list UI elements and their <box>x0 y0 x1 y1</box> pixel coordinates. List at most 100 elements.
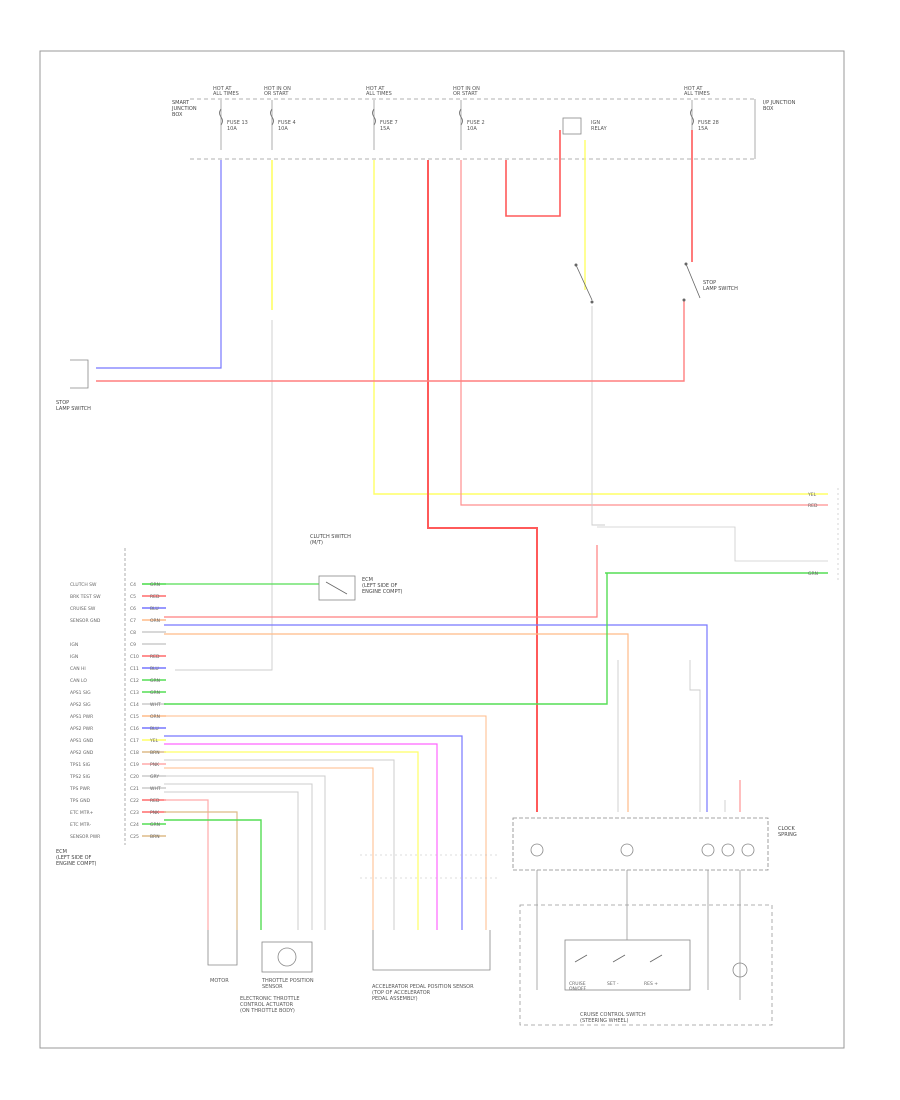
ecm-pin-wire: RED <box>150 654 160 660</box>
ecm-pin-code: C17 <box>130 738 139 744</box>
ecm-pin-name: TPS1 SIG <box>69 762 91 768</box>
cruise-button-contact <box>574 954 588 963</box>
ecm-pin-code: C6 <box>130 606 136 612</box>
bottom-label-cruise: CRUISE CONTROL SWITCH(STEERING WHEEL) <box>580 1012 646 1024</box>
tps-component <box>261 941 313 973</box>
ecm-pin-name: APS2 GND <box>70 750 94 756</box>
ecm-pin-wire: PNK <box>150 810 160 816</box>
ecm-pin-wire: ORN <box>150 618 160 624</box>
ecm-pin-name: IGN <box>70 654 78 660</box>
ecm-pin-name: CAN HI <box>70 666 86 672</box>
ecm-pin-name: TPS2 SIG <box>69 774 91 780</box>
motor-component <box>207 930 238 966</box>
clockspring-circles <box>530 843 755 857</box>
ecm-pin-name: TPS GND <box>69 798 91 804</box>
wire-yellow-long <box>373 160 828 495</box>
ecm-pin-wire: ORN <box>150 714 160 720</box>
ecm-pin-code: C13 <box>130 690 139 696</box>
ecm-pin-wire: BLU <box>150 666 159 672</box>
ecm-pin-code: C7 <box>130 618 136 624</box>
cruise-module-box <box>512 817 769 871</box>
cruise-switch-outer <box>519 904 773 1026</box>
ecm-pin-wire: WHT <box>150 786 161 792</box>
ecm-pin-name: ETC MTR+ <box>70 810 94 816</box>
wire-red-loop <box>505 130 561 217</box>
ecm-pin-wire: WHT <box>150 702 161 708</box>
brake-switch <box>682 262 701 302</box>
ecm-pin-code: C23 <box>130 810 139 816</box>
ecm-pin-name: CLUTCH SW <box>70 582 97 588</box>
ecm-pin-wire: GRN <box>150 582 160 588</box>
right-edge-label: YEL <box>807 492 817 498</box>
ecm-pin-name: SENSOR PWR <box>70 834 100 840</box>
cruise-button-contact <box>649 954 663 963</box>
clutch-switch-label: CLUTCH SWITCH(M/T) <box>310 534 351 546</box>
ecm-pin-wire: PNK <box>150 762 160 768</box>
cruise-switch-lines <box>536 870 748 1000</box>
ecm-pin-wire: GRN <box>150 822 160 828</box>
wire-gray-ign <box>175 320 273 671</box>
ecm-pin-code: C4 <box>130 582 136 588</box>
ecm-pin-name: APS1 PWR <box>70 714 93 720</box>
cruise-button-label: SET - <box>607 981 619 987</box>
right-edge-label: RED <box>808 503 818 509</box>
ecm-pin-code: C15 <box>130 714 139 720</box>
diagram-frame <box>39 50 845 1049</box>
ecm-pin-wire: GRY <box>150 774 159 780</box>
ecm-pin-wire: BRN <box>150 750 160 756</box>
ecm-pin-code: C24 <box>130 822 139 828</box>
ecm-pin-wire: BLU <box>150 726 159 732</box>
clutch-switch-blade <box>325 581 348 595</box>
ecm-pin-code: C8 <box>130 630 136 636</box>
ecm-pin-wire: GRN <box>150 690 160 696</box>
ecm-pin-name: IGN <box>70 642 78 648</box>
cruise-switch-body <box>564 939 691 991</box>
ecm-pin-code: C21 <box>130 786 139 792</box>
ecm-wire-group <box>142 583 319 837</box>
ecm-pin-code: C5 <box>130 594 136 600</box>
cruise-button-contact <box>612 954 626 963</box>
ecm-pin-name: ETC MTR- <box>70 822 91 828</box>
ecm-pin-code: C12 <box>130 678 139 684</box>
ecm-pin-code: C18 <box>130 750 139 756</box>
ecm-pin-name: BRK TEST SW <box>70 594 101 600</box>
ecm-pin-wire: RED <box>150 594 160 600</box>
ecm-pin-name: SENSOR GND <box>70 618 101 624</box>
ecm-pin-code: C11 <box>130 666 139 672</box>
ecm-pin-wire: GRN <box>150 678 160 684</box>
bottom-vertical-wires <box>164 545 741 930</box>
wire-red-main <box>427 160 538 812</box>
ecm-pin-name: CAN LO <box>70 678 87 684</box>
ecm-pin-wire: YEL <box>149 738 159 744</box>
ecm-pin-code: C22 <box>130 798 139 804</box>
ecm-pin-wire: RED <box>150 798 160 804</box>
cruise-button-label: RES + <box>644 981 658 987</box>
ecm-pin-name: APS1 GND <box>70 738 94 744</box>
wire-gray-relay-down <box>591 306 605 526</box>
ecm-pin-code: C16 <box>130 726 139 732</box>
ecm-pin-code: C14 <box>130 702 139 708</box>
stop-lamp-connector <box>70 359 89 389</box>
